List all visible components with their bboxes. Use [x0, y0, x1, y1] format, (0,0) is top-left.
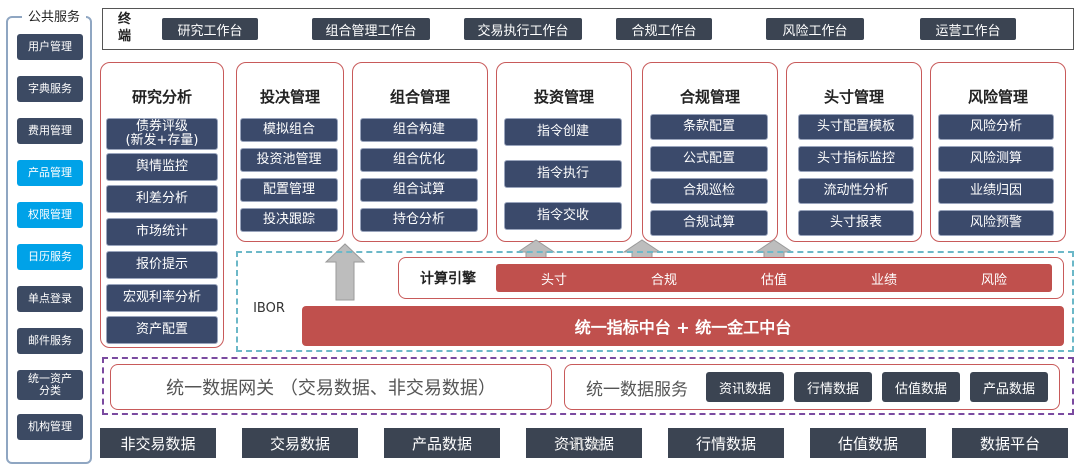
module-item-button[interactable]: 模拟组合 [240, 118, 338, 142]
module-item-button[interactable]: 持仓分析 [360, 208, 478, 232]
terminal-workbench-button[interactable]: 组合管理工作台 [312, 18, 430, 40]
data-layer-region [102, 357, 1074, 415]
module-title: 投资管理 [533, 87, 594, 106]
data-service-item[interactable]: 资讯数据 [706, 372, 784, 402]
module-item-button[interactable]: 业绩归因 [938, 178, 1054, 204]
module-item-button[interactable]: 舆情监控 [106, 153, 218, 181]
calc-engine-label: 计算引擎 [420, 271, 476, 287]
data-service-item[interactable]: 行情数据 [794, 372, 872, 402]
module-item-button[interactable]: 合规试算 [650, 210, 768, 236]
module-item-button[interactable]: 投决跟踪 [240, 208, 338, 232]
service-button[interactable]: 用户管理 [17, 34, 83, 60]
service-button[interactable]: 机构管理 [17, 414, 83, 440]
data-service-item[interactable]: 产品数据 [970, 372, 1048, 402]
calc-engine-item[interactable]: 头寸 [496, 264, 612, 292]
public-services-title: 公共服务 [22, 6, 86, 25]
module-item-button[interactable]: 头寸指标监控 [798, 146, 914, 172]
module-title: 合规管理 [679, 87, 740, 106]
data-source-item[interactable]: 交易数据 [242, 428, 358, 458]
module-item-button[interactable]: 合规巡检 [650, 178, 768, 204]
data-source-item[interactable]: 非交易数据 [100, 428, 216, 458]
module-item-button[interactable]: 组合构建 [360, 118, 478, 142]
data-source-item[interactable]: 资讯数据 [526, 428, 642, 458]
module-item-button[interactable]: 报价提示 [106, 251, 218, 279]
arrow-up-icon [324, 243, 366, 301]
data-source-item[interactable]: 产品数据 [384, 428, 500, 458]
terminal-workbench-button[interactable]: 交易执行工作台 [464, 18, 582, 40]
module-item-button[interactable]: 投资池管理 [240, 148, 338, 172]
module-item-button[interactable]: 风险预警 [938, 210, 1054, 236]
module-item-button[interactable]: 利差分析 [106, 185, 218, 213]
service-button[interactable]: 日历服务 [17, 244, 83, 270]
module-item-button[interactable]: 指令执行 [504, 160, 622, 188]
module-item-button[interactable]: 债券评级 (新发+存量) [106, 118, 218, 150]
module-item-button[interactable]: 指令创建 [504, 118, 622, 146]
terminal-workbench-button[interactable]: 风险工作台 [766, 18, 864, 40]
unified-index-platform: 统一指标中台 + 统一金工中台 [302, 306, 1064, 346]
module-item-button[interactable]: 头寸配置模板 [798, 114, 914, 140]
calc-engine-item[interactable]: 风险 [936, 264, 1052, 292]
module-item-button[interactable]: 条款配置 [650, 114, 768, 140]
module-item-button[interactable]: 风险分析 [938, 114, 1054, 140]
module-item-button[interactable]: 组合优化 [360, 148, 478, 172]
module-title: 组合管理 [389, 87, 450, 106]
data-gateway: 统一数据网关 （交易数据、非交易数据） [110, 364, 552, 410]
service-button[interactable]: 单点登录 [17, 286, 83, 312]
ibor-region [236, 251, 1074, 352]
module-title: 风险管理 [967, 87, 1028, 106]
calc-engine-item[interactable]: 合规 [606, 264, 722, 292]
terminal-label: 终 端 [118, 12, 132, 44]
module-item-button[interactable]: 宏观利率分析 [106, 284, 218, 312]
data-service-label: 统一数据服务 [586, 379, 688, 400]
arrow-up-icon [622, 239, 662, 259]
arrow-up-icon [754, 239, 794, 259]
terminal-workbench-button[interactable]: 研究工作台 [162, 18, 258, 40]
terminal-bar [102, 8, 1074, 50]
data-source-item[interactable]: 数据平台 [952, 428, 1068, 458]
service-button[interactable]: 费用管理 [17, 118, 83, 144]
data-source-item[interactable]: 估值数据 [810, 428, 926, 458]
ibor-label: IBOR [253, 300, 285, 316]
service-button[interactable]: 邮件服务 [17, 328, 83, 354]
calc-engine-item[interactable]: 业绩 [826, 264, 942, 292]
module-item-button[interactable]: 流动性分析 [798, 178, 914, 204]
service-button[interactable]: 权限管理 [17, 202, 83, 228]
calc-engine-item[interactable]: 估值 [716, 264, 832, 292]
terminal-workbench-button[interactable]: 合规工作台 [616, 18, 712, 40]
terminal-workbench-button[interactable]: 运营工作台 [920, 18, 1016, 40]
module-title: 投决管理 [259, 87, 320, 106]
service-button[interactable]: 产品管理 [17, 160, 83, 186]
arrow-up-icon [516, 239, 556, 259]
service-button[interactable]: 字典服务 [17, 76, 83, 102]
data-service-item[interactable]: 估值数据 [882, 372, 960, 402]
module-item-button[interactable]: 风险测算 [938, 146, 1054, 172]
data-source-item[interactable]: 行情数据 [668, 428, 784, 458]
module-item-button[interactable]: 指令交收 [504, 202, 622, 230]
module-title: 研究分析 [131, 87, 192, 106]
module-item-button[interactable]: 头寸报表 [798, 210, 914, 236]
service-button[interactable]: 统一资产 分类 [17, 370, 83, 400]
module-title: 头寸管理 [823, 87, 884, 106]
module-item-button[interactable]: 资产配置 [106, 316, 218, 344]
module-item-button[interactable]: 市场统计 [106, 218, 218, 246]
watermark-text: 一打 台 [559, 437, 603, 453]
module-item-button[interactable]: 组合试算 [360, 178, 478, 202]
module-item-button[interactable]: 配置管理 [240, 178, 338, 202]
module-item-button[interactable]: 公式配置 [650, 146, 768, 172]
